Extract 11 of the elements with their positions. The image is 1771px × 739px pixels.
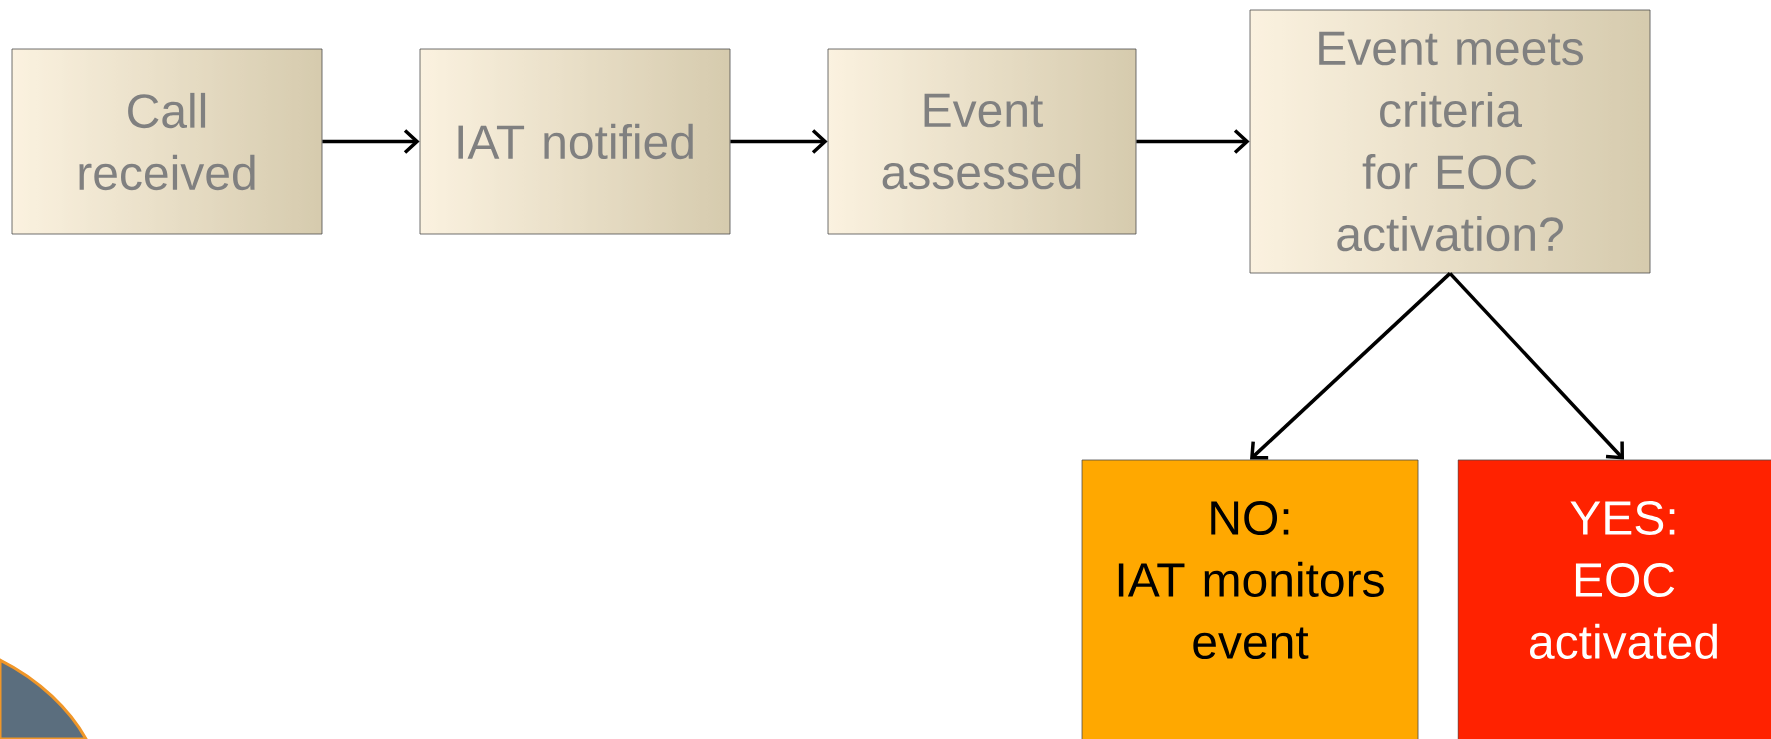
outcome-box: NO: IAT monitors event — [1081, 459, 1419, 739]
process-box: Event meets criteria for EOC activation? — [1249, 9, 1651, 274]
arrow — [322, 129, 420, 154]
outcome-box: YES: EOC activated — [1457, 459, 1771, 739]
arrow — [730, 129, 828, 154]
arrow — [1448, 272, 1624, 460]
process-box: Event assessed — [827, 48, 1137, 235]
arrow — [1250, 272, 1452, 460]
process-box: Call received — [11, 48, 323, 235]
process-box: IAT notified — [419, 48, 731, 235]
arrow — [1136, 129, 1250, 154]
